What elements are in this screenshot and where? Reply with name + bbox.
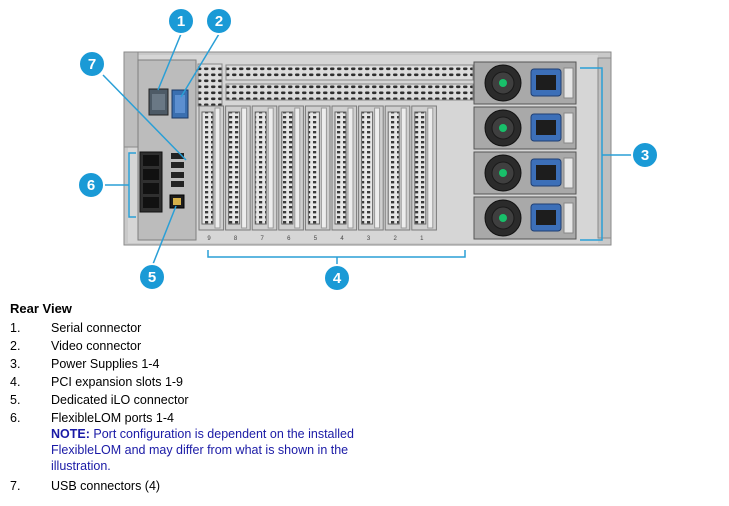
pci-slot-labels: 9 8 7 6 5 4 3 2 1 [207,236,424,242]
top-vent-strip [225,64,474,101]
power-supply [473,106,577,150]
flexiblelom-ports [139,151,163,213]
legend-item-text: Serial connector [51,321,142,335]
legend-item: 3. Power Supplies 1-4 [10,355,430,373]
legend-item-text: Video connector [51,339,142,353]
pci-slot-label: 1 [420,236,424,242]
legend-title: Rear View [10,301,72,316]
pci-slot [304,105,331,231]
legend-item-text: Dedicated iLO connector [51,393,189,407]
usb-connectors [171,153,184,187]
legend-item: 6. FlexibleLOM ports 1-4 [10,409,430,427]
note-label: NOTE: [51,427,90,441]
pci-slot-label: 4 [340,236,344,242]
leader-lines [102,33,632,265]
callout-3: 3 [631,141,659,169]
pci-slot [384,105,411,231]
callout-5: 5 [138,263,166,291]
svg-text:4: 4 [333,270,342,287]
callout-7: 7 [78,50,106,78]
svg-text:1: 1 [177,13,185,30]
pci-slot-label: 9 [207,236,211,242]
callout-1: 1 [167,7,195,35]
svg-text:7: 7 [88,56,96,73]
pci-expansion-slots [198,105,437,231]
pci-slot [411,105,437,231]
legend-item-number: 7. [10,479,21,493]
svg-text:6: 6 [87,177,95,194]
pci-slot [251,105,278,231]
callout-6: 6 [77,171,105,199]
legend-item: 5. Dedicated iLO connector [10,391,430,409]
callout-markers: 1 2 3 4 5 6 7 [77,7,659,292]
pci-slot-label: 2 [394,236,398,242]
power-supplies [473,61,577,240]
legend-item-number: 6. [10,411,21,425]
note-text: Port configuration is dependent on the i… [51,427,354,473]
svg-text:2: 2 [215,13,223,30]
power-supply [473,151,577,195]
pci-slot-label: 7 [261,236,265,242]
top-vent-left [197,63,223,107]
power-supply [473,196,577,240]
pci-slot-label: 3 [367,236,371,242]
pci-slot [278,105,304,231]
pci-slot-label: 5 [314,236,318,242]
legend-item-text: Power Supplies 1-4 [51,357,160,371]
pci-slot-label: 6 [287,236,291,242]
rear-io-panel [137,59,197,241]
pci-slot [225,105,251,231]
pci-slot [331,105,358,231]
legend-item: 4. PCI expansion slots 1-9 [10,373,430,391]
legend-item-number: 3. [10,357,21,371]
legend-item-text: FlexibleLOM ports 1-4 [51,411,174,425]
server-rear-diagram: 9 8 7 6 5 4 3 2 1 1 2 3 [77,7,659,292]
pci-slot [358,105,384,231]
port-configuration-note: NOTE: Port configuration is dependent on… [10,426,381,474]
legend-item-text: PCI expansion slots 1-9 [51,375,184,389]
rear-view-legend: Rear View 1. Serial connector 2. Video c… [10,300,430,495]
power-supply [473,61,577,105]
pci-slot-label: 8 [234,236,238,242]
legend-item-number: 5. [10,393,21,407]
pci-slot [198,105,225,231]
legend-item-number: 1. [10,321,21,335]
svg-text:3: 3 [641,147,649,164]
callout-4: 4 [323,264,351,292]
legend-item-number: 4. [10,375,21,389]
svg-text:5: 5 [148,269,156,286]
legend-item: 2. Video connector [10,337,430,355]
legend-item-text: USB connectors (4) [51,479,161,493]
legend-item: 7. USB connectors (4) [10,477,430,495]
callout-2: 2 [205,7,233,35]
legend-item-number: 2. [10,339,21,353]
legend-item: 1. Serial connector [10,319,430,337]
